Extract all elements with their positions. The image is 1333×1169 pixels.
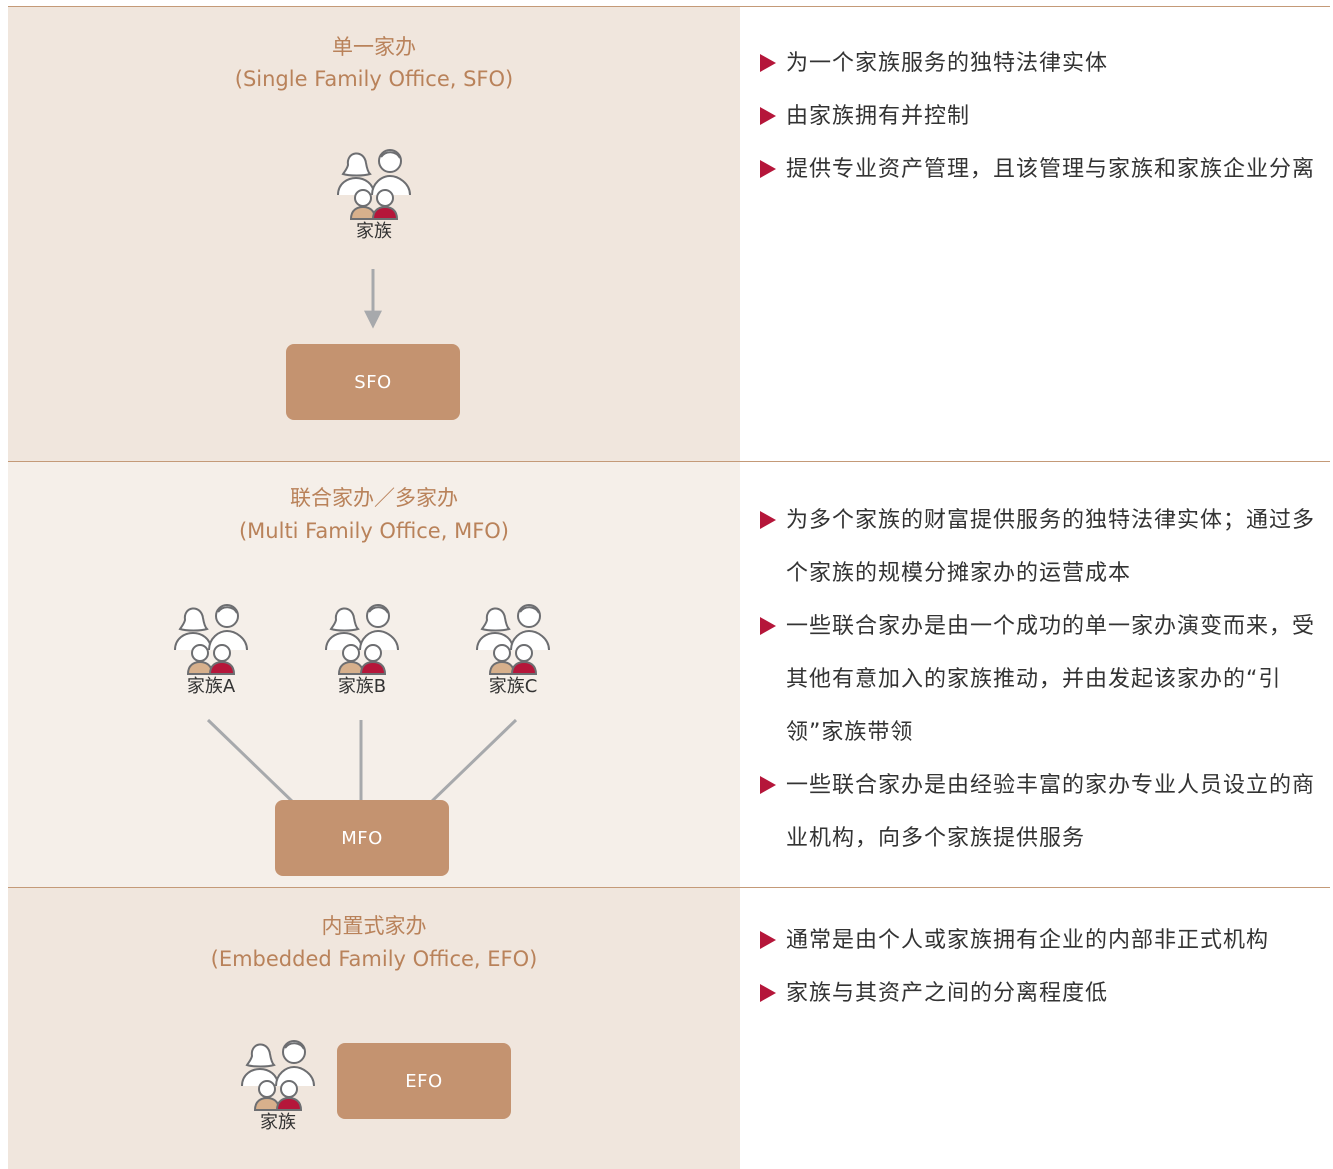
mfo-family-c-label: 家族C — [488, 676, 538, 697]
mfo-title: 联合家办／多家办 — [290, 486, 458, 510]
mfo-diagram-panel: 联合家办／多家办 (Multi Family Office, MFO) 家族A … — [8, 462, 740, 887]
mfo-bullet-list: 为多个家族的财富提供服务的独特法律实体；通过多个家族的规模分摊家办的运营成本 一… — [756, 494, 1330, 865]
mfo-family-b-label: 家族B — [337, 676, 387, 697]
mfo-bullet-3: 一些联合家办是由经验丰富的家办专业人员设立的商业机构，向多个家族提供服务 — [756, 759, 1330, 865]
sfo-subtitle: (Single Family Office, SFO) — [234, 67, 514, 91]
sfo-bullet-2: 由家族拥有并控制 — [756, 90, 1330, 143]
sfo-diagram-panel: 单一家办 (Single Family Office, SFO) 家族 SFO — [8, 7, 740, 461]
efo-section: 内置式家办 (Embedded Family Office, EFO) 家族 E… — [8, 888, 1330, 1169]
sfo-bullet-3-text: 提供专业资产管理，且该管理与家族和家族企业分离 — [786, 157, 1316, 182]
mfo-description: 为多个家族的财富提供服务的独特法律实体；通过多个家族的规模分摊家办的运营成本 一… — [756, 462, 1330, 887]
bullet-triangle-icon — [760, 511, 776, 529]
mfo-box: MFO — [275, 800, 449, 876]
efo-title: 内置式家办 — [321, 914, 427, 938]
bullet-triangle-icon — [760, 54, 776, 72]
efo-bullet-2-text: 家族与其资产之间的分离程度低 — [786, 981, 1109, 1006]
bullet-triangle-icon — [760, 931, 776, 949]
efo-bullet-1: 通常是由个人或家族拥有企业的内部非正式机构 — [756, 914, 1330, 967]
bullet-triangle-icon — [760, 107, 776, 125]
family-icon — [241, 1040, 315, 1111]
bullet-triangle-icon — [760, 984, 776, 1002]
sfo-bullet-2-text: 由家族拥有并控制 — [786, 104, 971, 129]
sfo-family-label: 家族 — [356, 221, 392, 242]
top-divider — [8, 6, 1330, 7]
mfo-bullet-2: 一些联合家办是由一个成功的单一家办演变而来，受其他有意加入的家族推动，并由发起该… — [756, 600, 1330, 759]
mfo-bullet-1: 为多个家族的财富提供服务的独特法律实体；通过多个家族的规模分摊家办的运营成本 — [756, 494, 1330, 600]
sfo-bullet-3: 提供专业资产管理，且该管理与家族和家族企业分离 — [756, 143, 1330, 196]
mfo-family-a: 家族A — [166, 600, 256, 698]
bullet-triangle-icon — [760, 160, 776, 178]
mfo-family-a-label: 家族A — [186, 676, 236, 697]
sfo-box: SFO — [286, 344, 460, 420]
efo-family: 家族 — [233, 1036, 323, 1134]
mfo-bullet-1-text: 为多个家族的财富提供服务的独特法律实体；通过多个家族的规模分摊家办的运营成本 — [786, 508, 1316, 586]
divider-2 — [8, 887, 1330, 888]
sfo-description: 为一个家族服务的独特法律实体 由家族拥有并控制 提供专业资产管理，且该管理与家族… — [756, 7, 1330, 461]
bullet-triangle-icon — [760, 617, 776, 635]
sfo-arrows — [364, 269, 382, 329]
efo-bullet-2: 家族与其资产之间的分离程度低 — [756, 967, 1330, 1020]
mfo-subtitle: (Multi Family Office, MFO) — [238, 519, 510, 543]
efo-subtitle: (Embedded Family Office, EFO) — [210, 947, 538, 971]
sfo-family: 家族 — [329, 145, 419, 243]
sfo-bullet-1-text: 为一个家族服务的独特法律实体 — [786, 51, 1109, 76]
sfo-bullet-list: 为一个家族服务的独特法律实体 由家族拥有并控制 提供专业资产管理，且该管理与家族… — [756, 37, 1330, 196]
mfo-section: 联合家办／多家办 (Multi Family Office, MFO) 家族A … — [8, 462, 1330, 887]
efo-box: EFO — [337, 1043, 511, 1119]
mfo-family-b: 家族B — [317, 600, 407, 698]
divider-1 — [8, 461, 1330, 462]
efo-bullet-list: 通常是由个人或家族拥有企业的内部非正式机构 家族与其资产之间的分离程度低 — [756, 914, 1330, 1020]
bullet-triangle-icon — [760, 776, 776, 794]
efo-family-label: 家族 — [260, 1112, 296, 1133]
mfo-bullet-3-text: 一些联合家办是由经验丰富的家办专业人员设立的商业机构，向多个家族提供服务 — [786, 773, 1316, 851]
sfo-title: 单一家办 — [332, 35, 416, 59]
efo-bullet-1-text: 通常是由个人或家族拥有企业的内部非正式机构 — [786, 928, 1270, 953]
sfo-bullet-1: 为一个家族服务的独特法律实体 — [756, 37, 1330, 90]
efo-diagram-panel: 内置式家办 (Embedded Family Office, EFO) 家族 E… — [8, 888, 740, 1169]
mfo-bullet-2-text: 一些联合家办是由一个成功的单一家办演变而来，受其他有意加入的家族推动，并由发起该… — [786, 614, 1316, 745]
mfo-family-c: 家族C — [468, 600, 558, 698]
sfo-section: 单一家办 (Single Family Office, SFO) 家族 SFO … — [8, 7, 1330, 461]
efo-description: 通常是由个人或家族拥有企业的内部非正式机构 家族与其资产之间的分离程度低 — [756, 888, 1330, 1169]
